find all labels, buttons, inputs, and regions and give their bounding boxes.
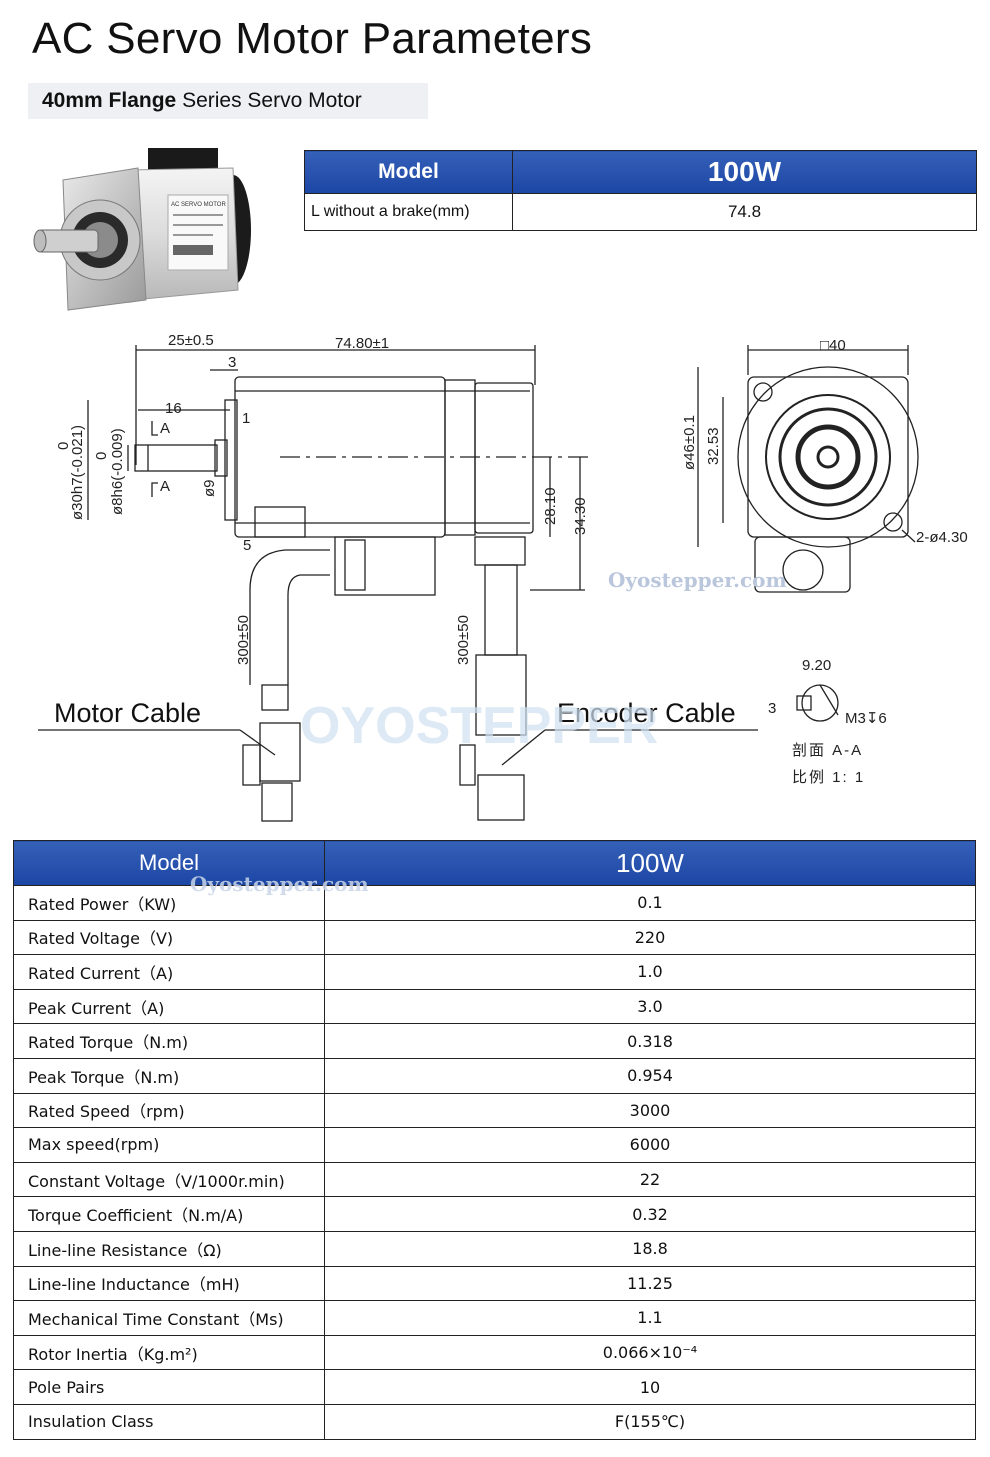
dim-shaft: ø8h6(-0.009) xyxy=(109,428,126,515)
dim-flange-len: 25±0.5 xyxy=(168,332,214,349)
table-row: Line-line Resistance（Ω)18.8 xyxy=(13,1230,976,1267)
spec-value: 220 xyxy=(324,919,976,956)
dim-key-height: 3 xyxy=(768,700,776,717)
table-row: Rated Current（A)1.0 xyxy=(13,954,976,990)
watermark-big: OYOSTEPPER xyxy=(300,697,658,755)
spec-model-header: Model xyxy=(13,840,325,886)
section-a-bottom: A xyxy=(160,478,170,495)
spec-value: F(155℃) xyxy=(324,1403,976,1440)
table-row: Peak Torque（N.m)0.954 xyxy=(13,1057,976,1094)
motor-product-image: AC SERVO MOTOR xyxy=(33,148,251,311)
dim-spigot: ø30h7(-0.021) xyxy=(69,425,86,520)
table-row: Rotor Inertia（Kg.m²)0.066×10⁻⁴ xyxy=(13,1334,976,1371)
motor-nameplate-text: AC SERVO MOTOR xyxy=(171,202,226,208)
dim-thread: M3↧6 xyxy=(845,710,887,727)
dim-32: 32.53 xyxy=(705,427,722,465)
dim-1: 1 xyxy=(242,410,250,427)
table-row: Max speed(rpm)6000 xyxy=(13,1127,976,1163)
spec-label: Insulation Class xyxy=(13,1403,325,1440)
summary-value-header: 100W xyxy=(512,150,977,194)
spec-label: Rotor Inertia（Kg.m²) xyxy=(13,1334,325,1371)
dim-3: 3 xyxy=(228,354,236,371)
section-label: 剖面 A-A xyxy=(792,742,863,759)
spec-value: 6000 xyxy=(324,1127,976,1163)
summary-model-header: Model xyxy=(304,150,513,194)
dim-shaft-zero: 0 xyxy=(93,452,110,460)
spec-value: 0.066×10⁻⁴ xyxy=(324,1334,976,1371)
summary-row-label: L without a brake(mm) xyxy=(304,193,513,231)
spec-label: Mechanical Time Constant（Ms) xyxy=(13,1300,325,1336)
table-row: Rated Torque（N.m)0.318 xyxy=(13,1023,976,1059)
watermark-small-1: Oyostepper.com xyxy=(608,568,787,592)
spec-value: 11.25 xyxy=(324,1265,976,1302)
spec-label: Rated Current（A) xyxy=(13,954,325,990)
series-subtitle: 40mm Flange Series Servo Motor xyxy=(28,83,428,119)
spec-value: 0.318 xyxy=(324,1023,976,1059)
spec-label: Max speed(rpm) xyxy=(13,1127,325,1163)
dim-28: 28.10 xyxy=(542,487,559,525)
section-a-top: A xyxy=(160,420,170,437)
table-row: Mechanical Time Constant（Ms)1.1 xyxy=(13,1300,976,1336)
spec-label: Peak Torque（N.m) xyxy=(13,1057,325,1094)
spec-value: 0.32 xyxy=(324,1196,976,1232)
spec-value: 3000 xyxy=(324,1092,976,1129)
spec-label: Rated Speed（rpm) xyxy=(13,1092,325,1129)
spec-value: 18.8 xyxy=(324,1230,976,1267)
table-row: Rated Voltage（V)220 xyxy=(13,919,976,956)
table-row: Rated Power（KW)0.1 xyxy=(13,885,976,921)
table-row: Torque Coefficient（N.m/A)0.32 xyxy=(13,1196,976,1232)
spec-value: 1.1 xyxy=(324,1300,976,1336)
spec-value: 1.0 xyxy=(324,954,976,990)
dimension-drawing: 25±0.5 74.80±1 3 16 1 A A ø30h7(-0.021) … xyxy=(38,332,968,822)
spec-value: 22 xyxy=(324,1161,976,1198)
dim-pcd: ø46±0.1 xyxy=(681,415,698,470)
dim-key-width: 9.20 xyxy=(802,657,831,674)
spec-value: 10 xyxy=(324,1369,976,1405)
spec-value-header: 100W xyxy=(324,840,976,886)
dim-16: 16 xyxy=(165,400,182,417)
dim-9: ø9 xyxy=(201,479,218,497)
encoder-cable-label: Encoder Cable xyxy=(557,698,736,728)
spec-value: 0.954 xyxy=(324,1057,976,1094)
summary-table: Model 100W L without a brake(mm) 74.8 xyxy=(304,150,977,231)
scale-label: 比例 1: 1 xyxy=(792,769,865,786)
spec-label: Rated Power（KW) xyxy=(13,885,325,921)
spec-label: Line-line Inductance（mH) xyxy=(13,1265,325,1302)
dim-34: 34.30 xyxy=(572,497,589,535)
page-title: AC Servo Motor Parameters xyxy=(32,14,593,63)
table-row: Peak Current（A)3.0 xyxy=(13,988,976,1025)
spec-label: Rated Torque（N.m) xyxy=(13,1023,325,1059)
summary-row-value: 74.8 xyxy=(512,193,977,231)
watermark-small-2: Oyostepper.com xyxy=(190,872,369,896)
motor-cable-label: Motor Cable xyxy=(54,698,201,728)
subtitle-bold: 40mm Flange xyxy=(42,89,177,112)
table-row: Constant Voltage（V/1000r.min)22 xyxy=(13,1161,976,1198)
dim-cable-motor: 300±50 xyxy=(235,615,252,665)
spec-label: Pole Pairs xyxy=(13,1369,325,1405)
dim-spigot-zero: 0 xyxy=(55,442,72,450)
table-row: Line-line Inductance（mH)11.25 xyxy=(13,1265,976,1302)
table-row: Rated Speed（rpm)3000 xyxy=(13,1092,976,1129)
dim-body-len: 74.80±1 xyxy=(335,335,389,352)
spec-label: Rated Voltage（V) xyxy=(13,919,325,956)
spec-label: Torque Coefficient（N.m/A) xyxy=(13,1196,325,1232)
spec-value: 3.0 xyxy=(324,988,976,1025)
spec-value: 0.1 xyxy=(324,885,976,921)
dim-square: □40 xyxy=(820,337,846,354)
spec-label: Line-line Resistance（Ω) xyxy=(13,1230,325,1267)
spec-label: Peak Current（A) xyxy=(13,988,325,1025)
dim-holes: 2-ø4.30 xyxy=(916,529,968,546)
dim-5: 5 xyxy=(243,537,251,554)
subtitle-rest: Series Servo Motor xyxy=(182,89,362,112)
spec-label: Constant Voltage（V/1000r.min) xyxy=(13,1161,325,1198)
dim-cable-encoder: 300±50 xyxy=(455,615,472,665)
